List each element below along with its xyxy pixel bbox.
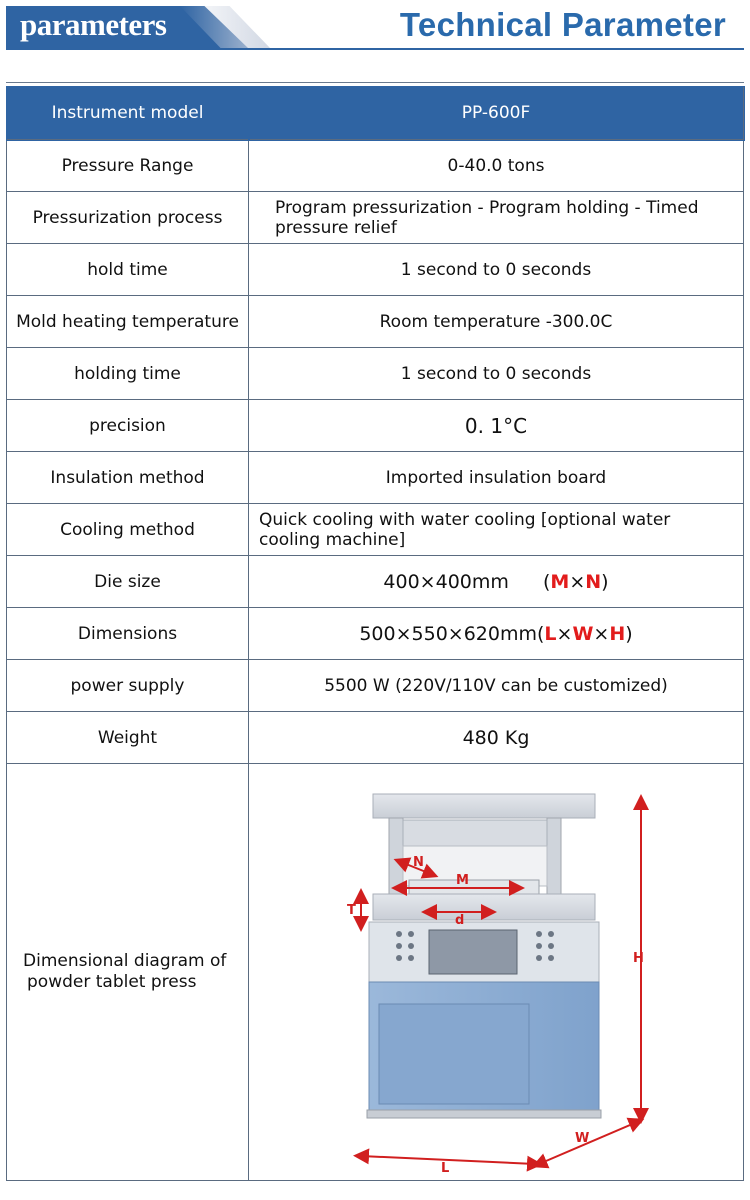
model-label: Instrument model — [5, 85, 250, 141]
dimensions-w: W — [572, 622, 594, 645]
top-plate — [372, 793, 596, 819]
die-size-m: M — [550, 570, 570, 593]
diagram-row: Dimensional diagram of powder tablet pre… — [6, 763, 744, 1181]
row-label: Mold heating temperature — [6, 295, 249, 348]
table-row: Insulation method Imported insulation bo… — [6, 451, 744, 504]
row-value: Room temperature -300.0C — [248, 295, 744, 348]
table-top-rule — [6, 82, 744, 83]
dimensions-close: ) — [625, 622, 633, 645]
label-w: W — [575, 1131, 589, 1146]
table-row: holding time 1 second to 0 seconds — [6, 347, 744, 400]
n-arrow — [393, 857, 439, 879]
cabinet-door — [378, 1003, 530, 1105]
diagram-label-line2: powder tablet press — [27, 972, 197, 992]
table-row: Mold heating temperature Room temperatur… — [6, 295, 744, 348]
die-size-x: × — [569, 570, 586, 593]
row-value: 5500 W (220V/110V can be customized) — [248, 659, 744, 712]
w-arrow — [531, 1117, 645, 1169]
header: parameters Technical Parameter — [0, 0, 750, 60]
dimensions-l: L — [544, 622, 557, 645]
die-size-value: 400×400mm — [383, 570, 509, 593]
table-row: Pressurization process Program pressuriz… — [6, 191, 744, 244]
display-screen — [428, 929, 518, 975]
dimensions-open: ( — [536, 622, 545, 645]
header-divider — [6, 48, 744, 50]
label-t: T — [347, 903, 356, 918]
upper-platen — [402, 819, 548, 847]
label-d: d — [455, 913, 464, 928]
table-row: Weight 480 Kg — [6, 711, 744, 764]
base-top — [372, 893, 596, 921]
diagram-label: Dimensional diagram of powder tablet pre… — [6, 763, 249, 1181]
label-n: N — [413, 855, 424, 870]
row-label: holding time — [6, 347, 249, 400]
row-value: Quick cooling with water cooling [option… — [248, 503, 744, 556]
press-diagram: N M d T H W L — [347, 793, 649, 1176]
row-label: Die size — [6, 555, 249, 608]
table-row: Dimensions 500×550×620mm(L×W×H) — [6, 607, 744, 660]
row-value: 1 second to 0 seconds — [248, 243, 744, 296]
row-label: Pressure Range — [6, 139, 249, 192]
row-value: Program pressurization - Program holding… — [248, 191, 744, 244]
row-label: hold time — [6, 243, 249, 296]
row-value: 400×400mm (M×N) — [248, 555, 744, 608]
diagram-cell: N M d T H W L — [248, 763, 744, 1181]
row-value: 1 second to 0 seconds — [248, 347, 744, 400]
row-value: 500×550×620mm(L×W×H) — [248, 607, 744, 660]
section-tag-label: parameters — [20, 7, 167, 42]
page-title: Technical Parameter — [399, 6, 726, 43]
row-label: Cooling method — [6, 503, 249, 556]
table-header-row: Instrument model PP-600F — [5, 85, 745, 141]
table-row: precision 0. 1°C — [6, 399, 744, 452]
row-label: precision — [6, 399, 249, 452]
dimensions-value: 500×550×620mm — [359, 622, 537, 645]
table-row: power supply 5500 W (220V/110V can be cu… — [6, 659, 744, 712]
row-value: 0-40.0 tons — [248, 139, 744, 192]
cabinet-base — [366, 1109, 602, 1119]
model-value: PP-600F — [247, 85, 745, 141]
dimensions-x2: × — [593, 622, 610, 645]
row-label: Pressurization process — [6, 191, 249, 244]
label-h: H — [633, 951, 644, 966]
table-row: Die size 400×400mm (M×N) — [6, 555, 744, 608]
panel-buttons — [396, 931, 554, 961]
row-label: power supply — [6, 659, 249, 712]
table-row: Pressure Range 0-40.0 tons — [6, 139, 744, 192]
die-size-open: ( — [542, 570, 551, 593]
row-value: Imported insulation board — [248, 451, 744, 504]
row-label: Insulation method — [6, 451, 249, 504]
label-m: M — [456, 873, 469, 888]
row-label: Dimensions — [6, 607, 249, 660]
die-size-close: ) — [601, 570, 609, 593]
row-label: Weight — [6, 711, 249, 764]
table-row: hold time 1 second to 0 seconds — [6, 243, 744, 296]
diagram-label-line1: Dimensional diagram of — [23, 951, 227, 971]
dimensions-h: H — [609, 622, 626, 645]
row-value: 480 Kg — [248, 711, 744, 764]
l-arrow — [353, 1148, 543, 1172]
row-value: 0. 1°C — [248, 399, 744, 452]
dimensions-x1: × — [556, 622, 573, 645]
table-row: Cooling method Quick cooling with water … — [6, 503, 744, 556]
label-l: L — [441, 1161, 449, 1176]
spec-table: Instrument model PP-600F Pressure Range … — [5, 85, 745, 1181]
die-size-n: N — [585, 570, 602, 593]
